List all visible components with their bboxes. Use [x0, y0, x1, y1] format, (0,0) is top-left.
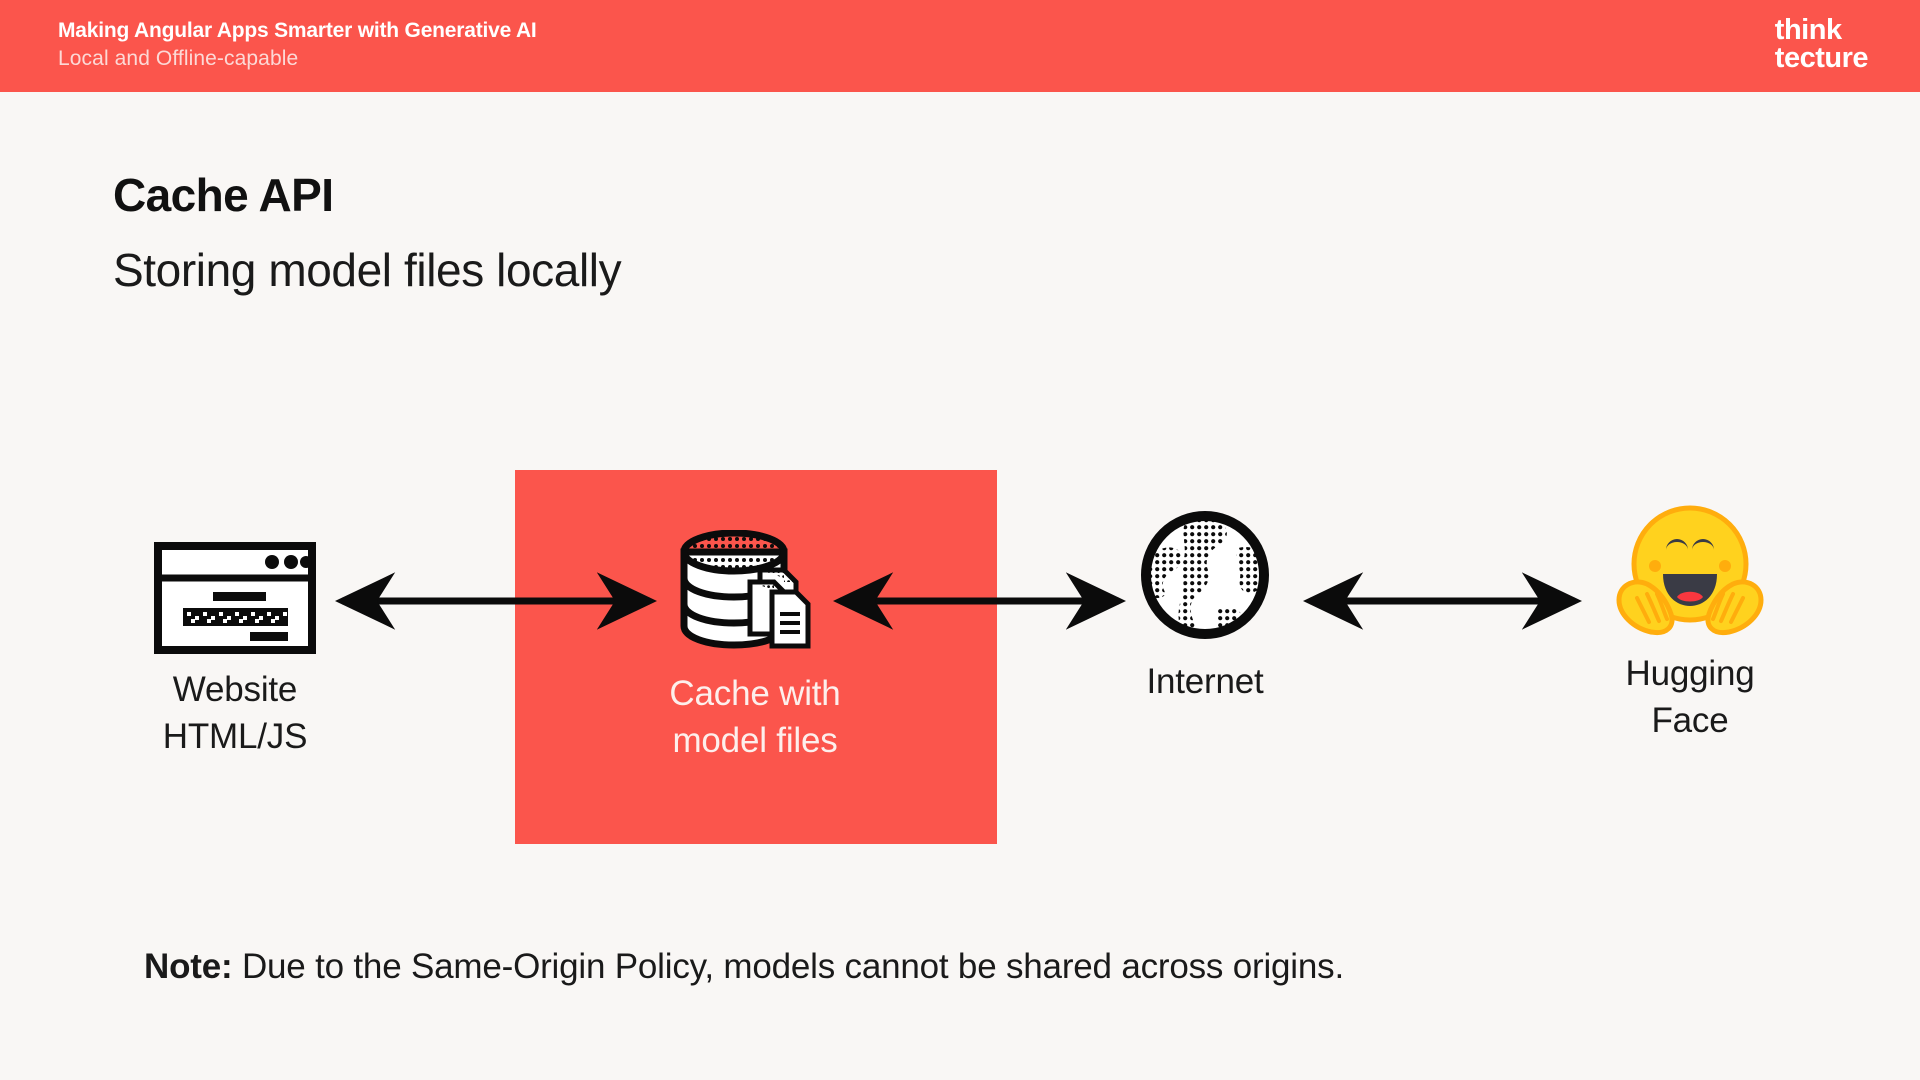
logo-line-2: tecture — [1774, 42, 1869, 74]
browser-window-icon — [120, 536, 350, 654]
diagram-node-label: Hugging Face — [1625, 654, 1755, 740]
presentation-subtitle: Local and Offline-capable — [58, 47, 299, 70]
diagram-node-website: Website HTML/JS — [120, 536, 350, 760]
header-band: Making Angular Apps Smarter with Generat… — [0, 0, 1920, 92]
cache-highlight-box — [515, 470, 997, 844]
presentation-title: Making Angular Apps Smarter with Generat… — [58, 19, 537, 42]
diagram-node-internet: Internet — [1110, 511, 1300, 705]
header-text-group: Making Angular Apps Smarter with Generat… — [58, 18, 537, 74]
hugging-face-emoji-icon — [1580, 505, 1800, 638]
note-label: Note: — [144, 947, 233, 986]
diagram-node-label: Website HTML/JS — [162, 670, 308, 756]
globe-icon — [1110, 511, 1300, 646]
note-text: Note: Due to the Same-Origin Policy, mod… — [144, 947, 1344, 987]
page-title: Cache API — [113, 169, 334, 221]
page-subtitle: Storing model files locally — [113, 244, 622, 296]
logo-line-1: think — [1774, 14, 1842, 46]
diagram-node-hugging-face: Hugging Face — [1580, 505, 1800, 744]
thinktecture-logo: think tecture — [1774, 14, 1869, 74]
note-body: Due to the Same-Origin Policy, models ca… — [232, 947, 1344, 986]
diagram-node-label: Internet — [1146, 662, 1264, 701]
diagram-node-cache: Cache with model files — [610, 530, 900, 764]
database-with-files-icon — [610, 530, 900, 658]
diagram-node-label: Cache with model files — [669, 674, 841, 760]
